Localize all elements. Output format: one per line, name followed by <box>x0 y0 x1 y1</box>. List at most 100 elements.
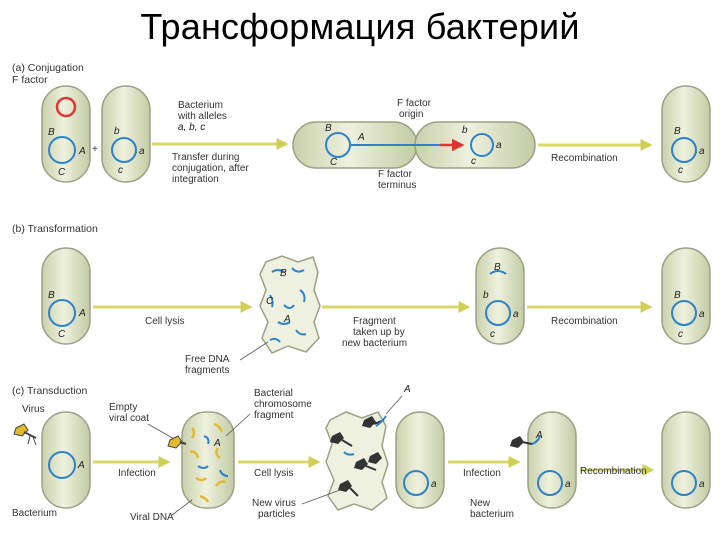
fragment-allele-pointer <box>385 395 403 415</box>
new-virus-label-1: New virus <box>252 498 296 509</box>
t-allele-A: A <box>78 308 86 319</box>
empty-coat-label-2: viral coat <box>109 413 149 424</box>
injected-fragment <box>531 435 541 445</box>
transformation-heading: (b) Transformation <box>12 223 98 235</box>
transduction-cell-lysis-label: Cell lysis <box>254 468 293 479</box>
transduced-cell <box>527 411 577 509</box>
infection-label-1: Infection <box>118 468 156 479</box>
f-terminus-label-2: terminus <box>378 180 416 191</box>
inject-allele-A: A <box>535 430 543 441</box>
transformation-donor-cell <box>41 247 91 345</box>
conjugation-heading: (a) Conjugation <box>12 62 84 74</box>
viral-dna-strands <box>189 422 227 503</box>
donor-chromosome <box>48 136 76 164</box>
new-virus-pointer <box>301 489 341 505</box>
transduced-chromosome <box>537 470 563 496</box>
bacterial-fragment-label-1: Bacterial <box>254 388 293 399</box>
f-origin-label-2: origin <box>399 109 423 120</box>
viral-dna-label: Viral DNA <box>130 512 174 523</box>
bacterial-fragment-label-3: fragment <box>254 410 294 421</box>
transformation-result-cell <box>661 247 711 345</box>
allele-c: c <box>118 165 123 176</box>
transduction-recipient-cell <box>395 411 445 509</box>
transduction-recipient-chromosome <box>403 470 429 496</box>
frag-allele-A: A <box>283 314 291 325</box>
free-dna-pointer <box>239 341 269 361</box>
f-factor-label: F factor <box>12 74 48 86</box>
lysis-allele-A: A <box>403 384 411 395</box>
lysed-cell <box>259 255 321 354</box>
tres-allele-B: B <box>674 290 681 301</box>
empty-coat-pointer <box>147 423 177 441</box>
transformation-recipient-chromosome <box>485 300 511 326</box>
transduction-result-cell <box>661 411 711 509</box>
free-dna-label-1: Free DNA <box>185 354 230 365</box>
bacterium-label: Bacterium <box>12 508 57 519</box>
pair-allele-a: a <box>496 140 502 151</box>
pair-allele-c: c <box>471 156 476 167</box>
transfer-label-3: integration <box>172 174 219 185</box>
t-allele-B: B <box>48 290 55 301</box>
t-cell-lysis-label: Cell lysis <box>145 316 184 327</box>
result-allele-a: a <box>699 146 705 157</box>
empty-viral-coat-icon <box>167 435 187 449</box>
pair-allele-B: B <box>325 123 332 134</box>
taken-up-fragment <box>489 270 507 275</box>
conjugation-recombination-label: Recombination <box>551 153 618 164</box>
transduction-heading: (c) Transduction <box>12 385 87 397</box>
tres-allele-c: c <box>678 329 683 340</box>
tr-allele-a: a <box>513 309 519 320</box>
new-virus-label-2: particles <box>258 509 295 520</box>
tr-allele-b: b <box>483 290 489 301</box>
packaged-host-dna <box>343 415 387 456</box>
frag-allele-C: C <box>266 296 274 307</box>
new-bacterium-label-2: bacterium <box>470 509 514 520</box>
allele-b: b <box>114 126 120 137</box>
pair-allele-C: C <box>330 157 338 168</box>
allele-C: C <box>58 167 66 178</box>
allele-A: A <box>78 146 86 157</box>
infected-cell <box>181 411 235 509</box>
virus-icon <box>13 423 37 446</box>
result-allele-B: B <box>674 126 681 137</box>
transfer-label-2: conjugation, after <box>172 163 249 174</box>
transduction-recombination-label: Recombination <box>580 466 647 477</box>
conjugation-result-cell <box>661 85 711 183</box>
recipient-cell <box>101 85 151 183</box>
infected-allele-A: A <box>213 438 221 449</box>
f-terminus-label-1: F factor <box>378 169 413 180</box>
bacterium-label-2: with alleles <box>177 111 227 122</box>
transformation-donor-chromosome <box>48 299 76 327</box>
f-origin-label-1: F factor <box>397 98 432 109</box>
transfer-label-1: Transfer during <box>172 152 239 163</box>
donor-cell <box>41 85 91 183</box>
fragment-label-1: Fragment <box>353 316 396 327</box>
bacterium-alleles: a, b, c <box>178 122 205 133</box>
pair-allele-b: b <box>462 125 468 136</box>
transduction-host-chromosome <box>48 451 76 479</box>
uptake-allele-B: B <box>494 262 501 273</box>
tdres-allele-a: a <box>699 479 705 490</box>
new-virus-particles <box>330 416 385 497</box>
td-allele-A: A <box>77 460 85 471</box>
host-dna-fragments <box>197 435 229 477</box>
virus-label: Virus <box>22 404 45 415</box>
new-bacterium-label-1: New <box>470 498 491 509</box>
tdn-allele-a: a <box>565 479 571 490</box>
transformation-recombination-label: Recombination <box>551 316 618 327</box>
viral-dna-pointer <box>171 499 193 516</box>
allele-a: a <box>139 146 145 157</box>
tr-allele-c: c <box>490 329 495 340</box>
empty-coat-label-1: Empty <box>109 402 137 413</box>
tdr-allele-a: a <box>431 479 437 490</box>
result-allele-c: c <box>678 165 683 176</box>
fragment-label-3: new bacterium <box>342 338 407 349</box>
infection-label-2: Infection <box>463 468 501 479</box>
slide-title: Трансформация бактерий <box>140 6 580 47</box>
recipient-chromosome <box>111 137 137 163</box>
transformation-result-chromosome <box>671 300 697 326</box>
frag-allele-B: B <box>280 268 287 279</box>
conjugating-recipient-chromosome <box>470 133 494 157</box>
free-dna-label-2: fragments <box>185 365 229 376</box>
